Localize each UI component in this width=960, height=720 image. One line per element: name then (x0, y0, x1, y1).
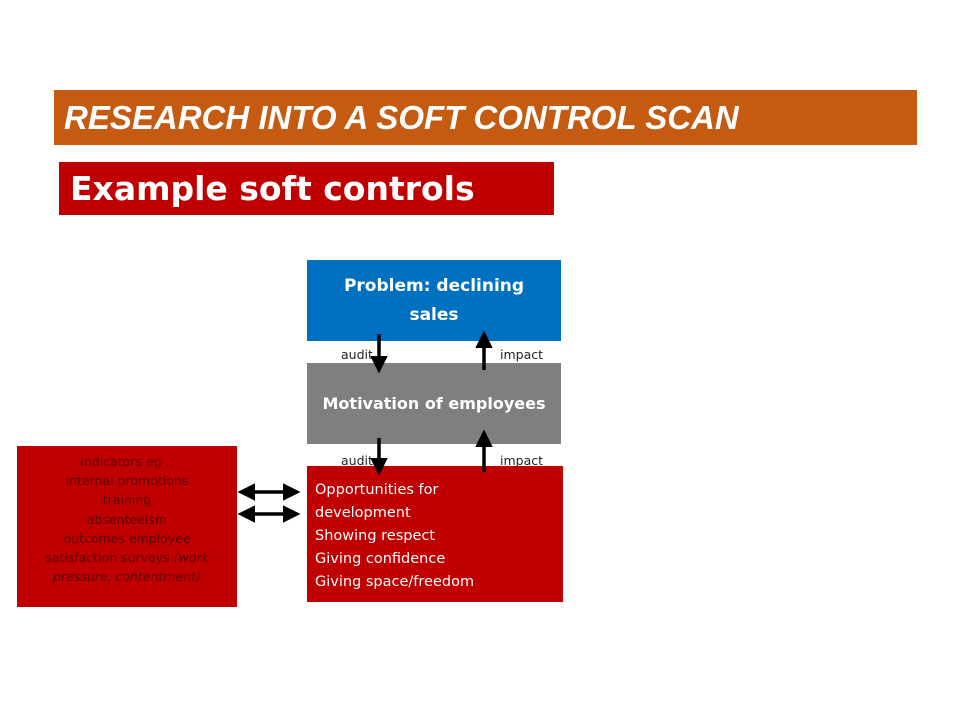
motivation-box: Motivation of employees (307, 363, 561, 444)
indicator-italic-suffix: (work (173, 550, 209, 566)
indicator-line: outcomes employee (63, 530, 191, 546)
motivation-text: Motivation of employees (322, 394, 546, 413)
indicator-line: Indicators eg .: (80, 454, 174, 469)
indicator-line: training (102, 492, 152, 508)
slide-subtitle: Example soft controls (59, 162, 554, 215)
lower-audit-label: audit (341, 453, 373, 468)
indicator-line: absenteeism (86, 511, 168, 527)
opportunity-item: Showing respect (315, 528, 436, 544)
opportunities-box: Opportunities for development Showing re… (307, 466, 563, 602)
indicator-italic-line: pressure, contentment) (53, 569, 201, 585)
upper-audit-label: audit (341, 347, 373, 362)
opportunity-item: development (315, 505, 411, 521)
upper-impact-label: impact (500, 347, 544, 362)
opportunity-item: Giving confidence (315, 551, 446, 567)
indicators-box: Indicators eg .: internal promotions tra… (17, 446, 237, 607)
lower-impact-label: impact (500, 453, 544, 468)
indicator-line: internal promotions (65, 473, 189, 489)
slide-title: RESEARCH INTO A SOFT CONTROL SCAN (54, 90, 917, 145)
opportunity-item: Giving space/freedom (315, 574, 475, 590)
problem-text: Problem: declining sales (343, 275, 525, 325)
indicator-line: satisfaction surveys (work (17, 548, 237, 567)
indicator-text: satisfaction surveys (45, 550, 170, 566)
problem-box: Problem: declining sales (307, 260, 561, 341)
opportunity-item: Opportunities for (315, 482, 439, 498)
